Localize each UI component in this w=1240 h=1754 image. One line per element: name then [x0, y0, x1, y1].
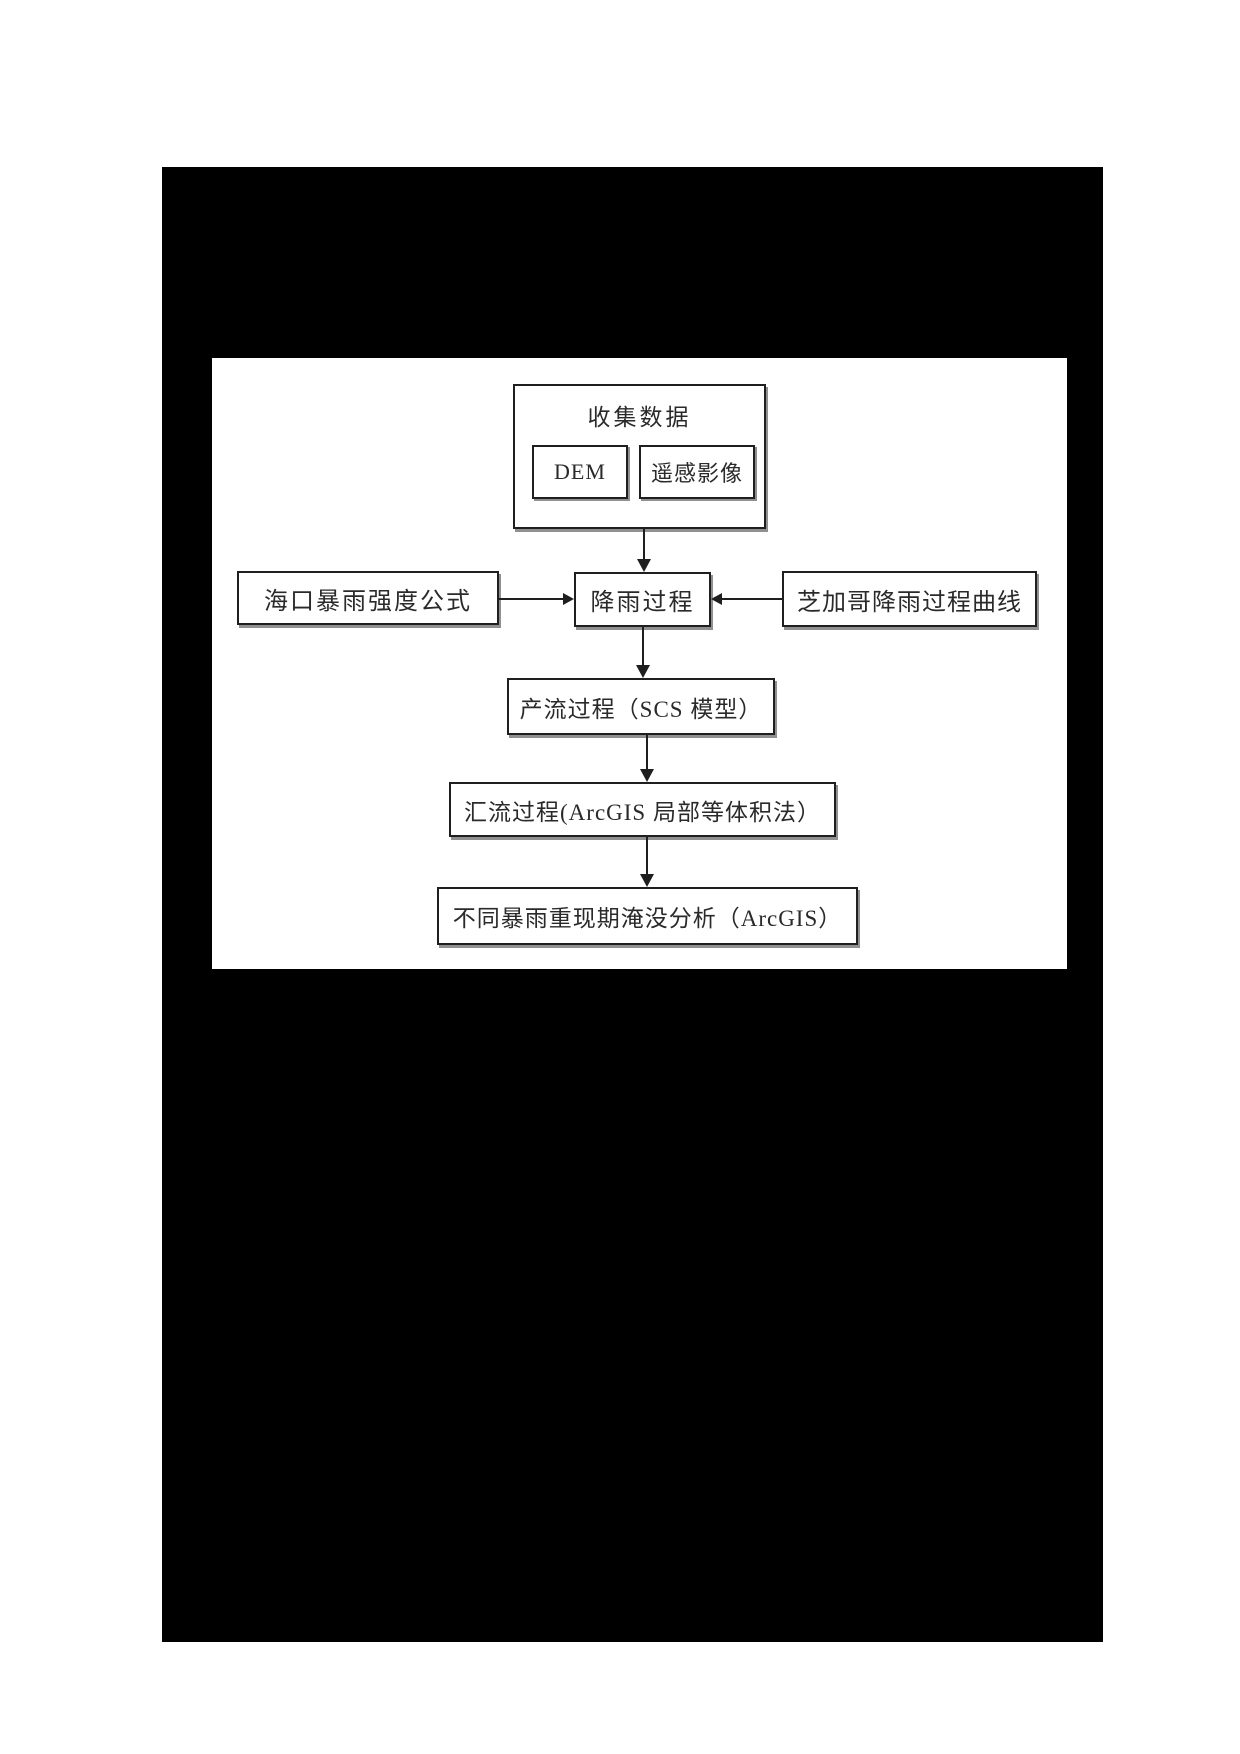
arrowhead-right-icon — [563, 593, 574, 605]
haikou-storm-formula-label: 海口暴雨强度公式 — [264, 588, 472, 615]
remote-sensing-image-box: 遥感影像 — [639, 445, 755, 499]
arrowhead-down-icon — [637, 559, 651, 572]
connector-concentration-to-inundation — [646, 837, 648, 874]
arrowhead-down-icon — [640, 874, 654, 887]
connector-runoff-to-concentration — [646, 735, 648, 769]
chicago-rainfall-curve-label: 芝加哥降雨过程曲线 — [797, 589, 1022, 616]
rainfall-process-box: 降雨过程 — [574, 572, 711, 627]
connector-collect-to-rain — [643, 529, 645, 560]
rainfall-process-label: 降雨过程 — [590, 590, 695, 616]
connector-haikou-to-rain — [499, 598, 563, 600]
collect-data-box: 收集数据 DEM 遥感影像 — [513, 384, 766, 529]
arrowhead-left-icon — [711, 593, 722, 605]
flow-concentration-label: 汇流过程(ArcGIS 局部等体积法） — [464, 799, 821, 825]
runoff-process-scs-label: 产流过程（SCS 模型） — [519, 696, 763, 722]
inundation-analysis-label: 不同暴雨重现期淹没分析（ArcGIS） — [452, 906, 843, 931]
runoff-process-scs-box: 产流过程（SCS 模型） — [507, 678, 775, 735]
page-canvas: 收集数据 DEM 遥感影像 海口暴雨强度公式 降雨过程 芝加哥降雨过程曲线 — [162, 167, 1103, 1642]
inundation-analysis-box: 不同暴雨重现期淹没分析（ArcGIS） — [437, 887, 858, 945]
connector-chicago-to-rain — [722, 598, 782, 600]
chicago-rainfall-curve-box: 芝加哥降雨过程曲线 — [782, 571, 1037, 627]
haikou-storm-formula-box: 海口暴雨强度公式 — [237, 571, 499, 625]
dem-label: DEM — [554, 459, 606, 484]
arrowhead-down-icon — [640, 769, 654, 782]
dem-box: DEM — [532, 445, 628, 499]
collect-data-title: 收集数据 — [587, 405, 692, 430]
arrowhead-down-icon — [636, 665, 650, 678]
connector-rain-to-runoff — [642, 627, 644, 665]
flowchart-panel: 收集数据 DEM 遥感影像 海口暴雨强度公式 降雨过程 芝加哥降雨过程曲线 — [212, 358, 1067, 969]
remote-sensing-image-label: 遥感影像 — [650, 461, 743, 486]
flow-concentration-box: 汇流过程(ArcGIS 局部等体积法） — [449, 782, 836, 837]
